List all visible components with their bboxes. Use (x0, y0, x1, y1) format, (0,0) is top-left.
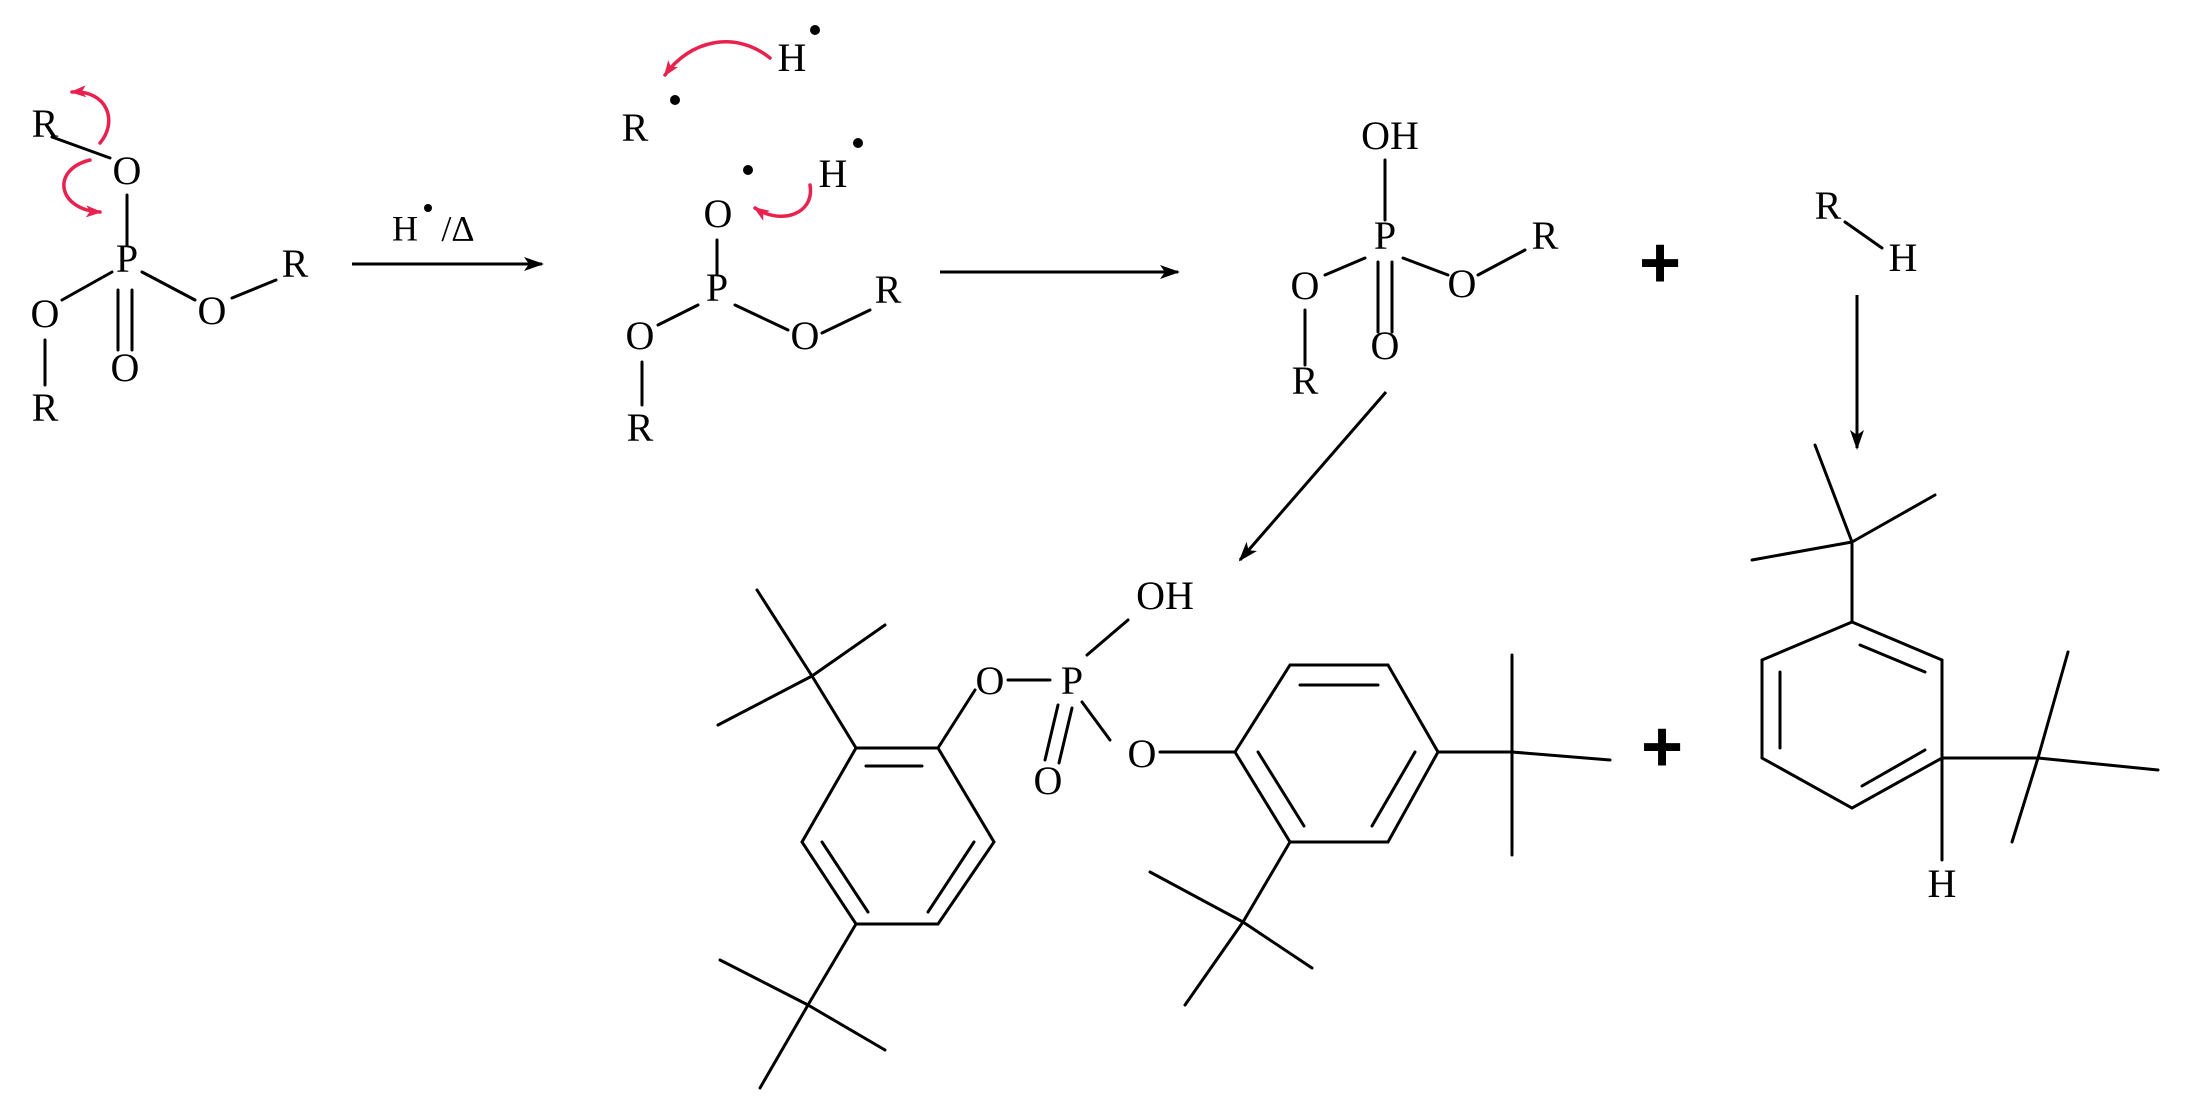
acid-o-double: O (1371, 323, 1400, 368)
plus-top: + (1639, 223, 1681, 303)
final-phosphate: OH P O O O (716, 573, 1612, 1090)
reactant-o-top: O (113, 148, 142, 193)
radical-intermediate: R H O H P O R O R (622, 25, 902, 450)
acid-o-right: O (1448, 261, 1477, 306)
radical-bonds (640, 238, 872, 407)
reactant-r-right: R (282, 241, 309, 286)
radical-r-left: R (627, 405, 654, 450)
radical-h-arrow-top (663, 40, 772, 77)
reactant-r-top: R (32, 101, 59, 146)
final-arene: H (1750, 443, 2160, 906)
acid-o-left: O (1291, 263, 1320, 308)
reactant-r-left: R (32, 385, 59, 430)
radical-o: O (704, 191, 733, 236)
radical-h: H (819, 151, 848, 196)
final-oh: OH (1136, 573, 1194, 618)
radical-h-dot (853, 138, 863, 148)
rh-r: R (1815, 183, 1842, 228)
reactant-o-left: O (31, 291, 60, 336)
acid-r-left: R (1292, 358, 1319, 403)
final-phosphate-bonds (716, 588, 1612, 1090)
radical-h-top-dot (810, 25, 820, 35)
acid-r-right: R (1532, 213, 1559, 258)
condition-heat: /Δ (441, 208, 474, 248)
final-arene-h: H (1928, 861, 1957, 906)
acid-oh: OH (1361, 113, 1419, 158)
radical-h-arrow (753, 183, 813, 221)
radical-r: R (622, 105, 649, 150)
reactant-bonds (43, 135, 278, 387)
radical-h-top: H (778, 35, 807, 80)
plus-bottom: + (1641, 707, 1683, 787)
final-o-left: O (976, 658, 1005, 703)
reactant-o-right: O (198, 288, 227, 333)
condition-h: H (392, 208, 418, 248)
acid-product: OH P O R O R O (1291, 113, 1559, 403)
arrow-1-condition: H /Δ (392, 204, 475, 248)
radical-r-dot (670, 95, 680, 105)
reaction-arrow-3 (1238, 391, 1388, 562)
final-arene-bonds (1750, 443, 2160, 862)
acid-bonds (1303, 158, 1527, 367)
reactant-phosphate: R O P O R O R O (31, 85, 309, 430)
radical-r-right: R (875, 267, 902, 312)
radical-o-right: O (791, 313, 820, 358)
final-o-double: O (1034, 758, 1063, 803)
reactant-p: P (116, 236, 138, 281)
rh-h: H (1889, 235, 1918, 280)
radical-p: P (706, 265, 728, 310)
reactant-o-double: O (111, 345, 140, 390)
condition-radical-dot (424, 204, 432, 212)
reactant-electron-arrows (62, 85, 111, 218)
rh-product: R H (1815, 183, 1918, 280)
final-o-right: O (1128, 731, 1157, 776)
final-p: P (1061, 658, 1083, 703)
acid-p: P (1374, 213, 1396, 258)
radical-o-dot (743, 165, 753, 175)
radical-o-left: O (626, 313, 655, 358)
rh-bond (1843, 220, 1884, 250)
